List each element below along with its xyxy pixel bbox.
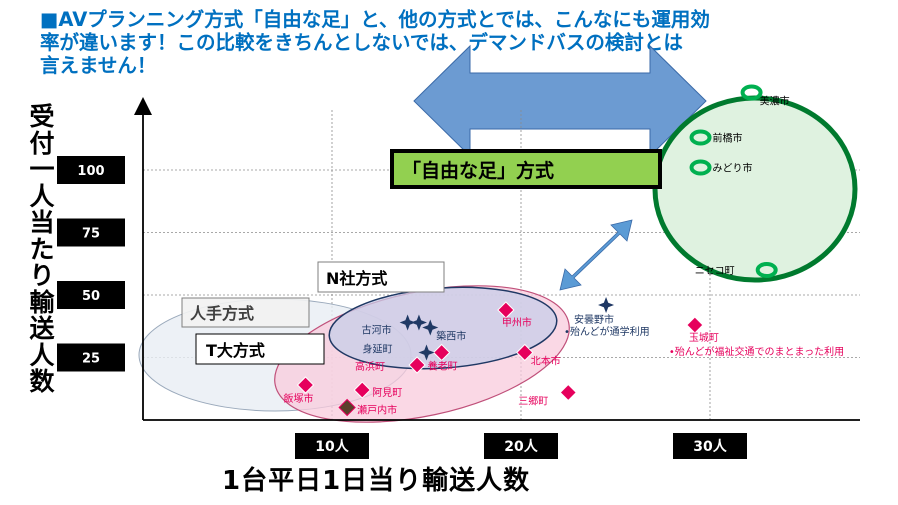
y-axis-label-char: た	[29, 234, 55, 264]
x-tick-label: 20人	[504, 438, 538, 455]
y-tick-label: 75	[82, 227, 100, 242]
y-axis-label-char: 送	[29, 314, 55, 343]
y-axis-label-char: 当	[29, 208, 55, 237]
data-point-diamond	[353, 381, 371, 399]
data-point-label: 甲州市	[502, 316, 532, 329]
data-point-label: 安曇野市	[574, 313, 614, 326]
data-point-label: 身延町	[363, 343, 393, 356]
data-point-label: 北本市	[531, 355, 561, 368]
data-point-label: 築西市	[436, 330, 466, 343]
x-tick-box	[295, 433, 369, 459]
y-tick-label: 100	[77, 164, 104, 179]
data-point-ring	[689, 129, 712, 146]
data-point-star	[399, 314, 416, 331]
nsha-label-box: N社方式	[317, 261, 445, 293]
x-tick-label: 30人	[693, 438, 727, 455]
data-point-diamond	[497, 301, 515, 319]
y-axis-label-char: り	[29, 261, 55, 290]
y-tick-box	[57, 343, 125, 372]
data-point-star	[598, 297, 615, 313]
data-point-diamond	[516, 343, 534, 362]
data-point-diamond	[296, 376, 315, 394]
data-point-diamond	[559, 383, 577, 402]
data-point-label: 瀬戸内市	[357, 404, 397, 417]
jiyu-region	[652, 95, 858, 283]
y-axis-label: 受付一人当たり輸送人数	[24, 102, 60, 396]
data-point-label: 阿見町	[372, 387, 402, 399]
data-point-star	[422, 319, 439, 336]
y-axis-label-char: 受	[29, 102, 55, 131]
data-point-star	[410, 314, 427, 331]
data-point-diamond	[686, 316, 704, 334]
page-title: ■AVプランニング方式「自由な足」と、他の方式とでは、こんなにも運用効 率が違い…	[40, 8, 880, 77]
y-tick-box	[57, 281, 125, 309]
y-tick-label: 25	[82, 352, 100, 367]
y-axis-label-char: 人	[29, 181, 55, 211]
title-line-3: 言えません！	[40, 54, 157, 77]
x-tick-box	[484, 433, 558, 459]
data-point-ring	[689, 159, 712, 176]
data-point-note: •殆んどが通学利用	[564, 325, 650, 338]
data-point-diamond	[338, 398, 356, 417]
large-double-arrow	[413, 44, 707, 158]
data-point-note: •殆んどが福祉交通でのまとまった利用	[669, 345, 844, 358]
y-tick-label: 50	[82, 289, 100, 304]
tdai-label: T大方式	[206, 341, 265, 360]
title-line-1: ■AVプランニング方式「自由な足」と、他の方式とでは、こんなにも運用効	[40, 8, 710, 31]
jiyu-label: 「自由な足」方式	[402, 159, 554, 182]
tdai-label-box: T大方式	[195, 333, 325, 365]
y-tick-box	[57, 156, 125, 184]
y-axis-label-char: 一	[29, 155, 55, 184]
jinte-label: 人手方式	[190, 304, 254, 323]
jinte-label-box: 人手方式	[181, 297, 310, 328]
data-point-label: 玉城町	[689, 332, 719, 344]
data-point-label: ニセコ町	[695, 265, 735, 277]
title-line-2: 率が違います！この比較をきちんとしないでは、デマンドバスの検討とは	[40, 31, 683, 54]
data-point-label: 養老町	[428, 360, 458, 373]
x-tick-box	[673, 433, 747, 459]
y-axis-label-char: 輸	[29, 287, 55, 317]
data-point-ring	[740, 84, 763, 101]
data-point-label: 飯塚市	[284, 392, 314, 405]
data-point-label: 古河市	[362, 324, 392, 337]
data-point-diamond	[408, 356, 426, 374]
data-point-ring	[755, 262, 778, 278]
y-axis-label-char: 人	[29, 340, 55, 370]
data-point-label: 三郷町	[518, 396, 548, 408]
y-axis-label-char: 数	[29, 367, 55, 396]
data-point-star	[418, 344, 435, 361]
nsha-label: N社方式	[326, 269, 387, 288]
data-point-label: みどり市	[713, 162, 753, 175]
x-axis-label: 1台平日1日当り輸送人数	[222, 466, 531, 496]
y-tick-box	[57, 218, 125, 247]
data-point-label: 前橋市	[713, 132, 743, 145]
data-point-label: 美濃市	[760, 95, 790, 108]
data-point-diamond	[432, 343, 451, 362]
y-tick-group: 25 50 75 100	[57, 156, 125, 372]
x-tick-label: 10人	[315, 438, 349, 455]
x-tick-group: 10人 20人 30人	[295, 433, 747, 459]
small-double-arrow	[559, 219, 633, 291]
y-axis-label-char: 付	[29, 128, 55, 158]
jiyu-label-box: 「自由な足」方式	[390, 149, 662, 189]
data-point-label: 高浜町	[355, 360, 385, 373]
